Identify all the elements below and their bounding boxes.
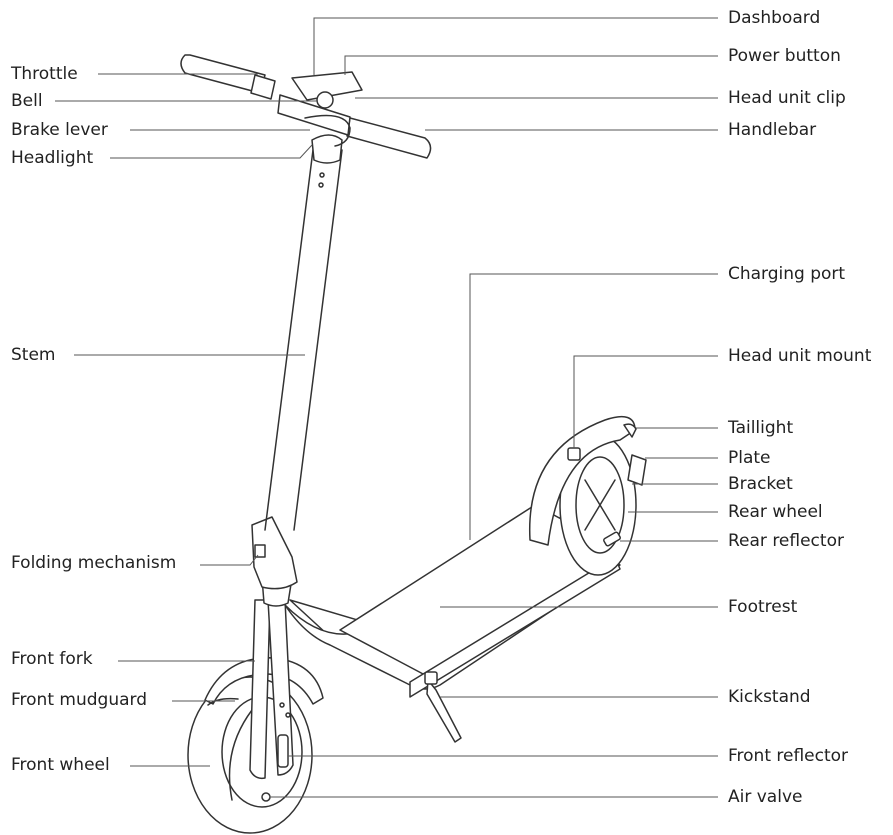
front-fork-stem	[180, 54, 432, 780]
label-handlebar: Handlebar	[728, 120, 817, 140]
dashboard	[291, 71, 363, 101]
brake-lever	[304, 114, 351, 147]
label-charging-port: Charging port	[728, 264, 846, 284]
stem	[264, 149, 343, 531]
scooter-drawing	[180, 54, 647, 834]
deck	[284, 504, 626, 743]
label-headlight: Headlight	[11, 148, 94, 168]
label-bracket: Bracket	[728, 474, 793, 494]
leader-headlight	[110, 144, 313, 159]
leader-head-unit-mount	[573, 355, 718, 448]
label-rear-reflector: Rear reflector	[728, 531, 844, 551]
label-front-wheel: Front wheel	[11, 755, 110, 775]
label-head-unit-clip: Head unit clip	[728, 88, 846, 108]
label-brake-lever: Brake lever	[11, 120, 108, 140]
label-plate: Plate	[728, 448, 771, 468]
leader-lines	[55, 17, 718, 798]
label-throttle: Throttle	[11, 64, 78, 84]
label-front-reflector: Front reflector	[728, 746, 849, 766]
label-power-button: Power button	[728, 46, 841, 66]
label-kickstand: Kickstand	[728, 687, 811, 707]
leader-folding-mechanism	[200, 554, 259, 566]
leader-power-button	[344, 55, 718, 75]
label-head-unit-mount: Head unit mount	[728, 346, 872, 366]
headlight	[311, 134, 343, 164]
label-front-mudguard: Front mudguard	[11, 690, 147, 710]
leader-dashboard	[313, 17, 718, 75]
label-stem: Stem	[11, 345, 56, 365]
bell	[316, 91, 334, 109]
label-taillight: Taillight	[728, 418, 794, 438]
label-footrest: Footrest	[728, 597, 798, 617]
label-front-fork: Front fork	[11, 649, 93, 669]
label-rear-wheel: Rear wheel	[728, 502, 823, 522]
taillight	[623, 423, 637, 438]
folding-mechanism	[251, 516, 298, 590]
rear-reflector	[603, 531, 621, 547]
handlebar	[346, 117, 432, 159]
label-bell: Bell	[11, 91, 43, 111]
label-air-valve: Air valve	[728, 787, 803, 807]
leader-charging-port	[469, 273, 718, 540]
kickstand	[426, 679, 462, 743]
label-dashboard: Dashboard	[728, 8, 821, 28]
rear-mudguard	[528, 415, 647, 547]
plate	[627, 454, 647, 486]
label-folding-mechanism: Folding mechanism	[11, 553, 177, 573]
